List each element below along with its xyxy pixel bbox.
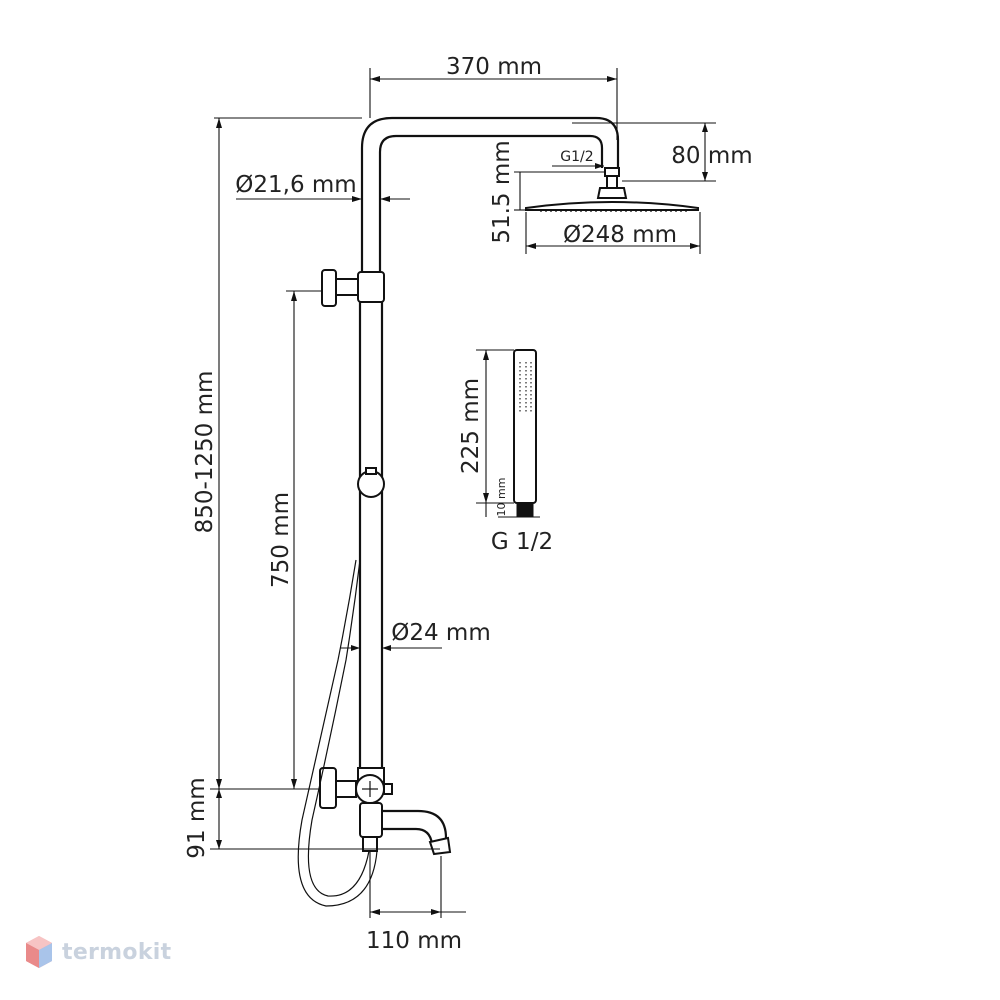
dim-total-height [214,117,362,789]
label-head-height: 51.5 mm [489,140,515,243]
thermostat-mixer [319,767,393,852]
dim-offset-80 [572,122,716,182]
label-head-offset: 80 mm [671,143,752,169]
label-pipe-diameter-lower: Ø24 mm [391,620,491,646]
label-handshower-thread: G 1/2 [491,529,553,555]
dim-spout-110 [369,851,466,918]
dim-handshower-225 [476,349,540,518]
hand-shower [513,349,537,518]
shower-hose [297,559,378,907]
bath-spout [382,809,452,856]
label-slider-range: 750 mm [268,492,294,588]
label-handshower-thread-length: 10 mm [495,478,508,517]
label-head-diameter: Ø248 mm [563,222,677,248]
label-arm-length: 370 mm [446,54,542,80]
dim-head-248 [525,212,701,254]
dim-head-51 [514,163,604,211]
slider-holder [357,467,385,498]
label-total-height: 850-1250 mm [192,371,218,534]
label-mixer-height: 91 mm [184,777,210,858]
head-shower [525,167,699,212]
dim-pipe-24 [340,645,442,651]
cube-logo-icon [26,936,52,968]
termokit-watermark: termokit [24,934,171,970]
label-handshower-length: 225 mm [458,378,484,474]
riser-pipe-lower [358,302,384,768]
dim-arm-370 [369,68,618,140]
label-spout-length: 110 mm [366,928,462,954]
wall-bracket-top [321,269,385,307]
dim-mixer-91 [210,788,440,850]
label-pipe-diameter-upper: Ø21,6 mm [235,172,356,198]
dim-pipe-21 [236,196,410,202]
dim-slider-750 [286,290,322,789]
watermark-text: termokit [62,939,172,965]
label-connection-top: G1/2 [560,149,593,165]
